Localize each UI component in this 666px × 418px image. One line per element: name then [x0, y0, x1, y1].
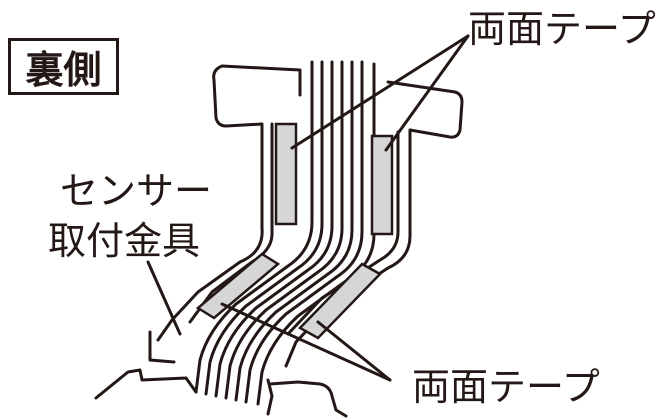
leader-bottom-right — [316, 320, 392, 382]
double-sided-tape-label-bottom: 両面テープ — [412, 365, 600, 409]
sensor-bracket-label-line2: 取付金具 — [48, 219, 201, 263]
double-sided-tape-label-top: 両面テープ — [468, 7, 656, 51]
bracket-base — [94, 368, 348, 418]
sensor-bracket-label-line1: センサー — [60, 169, 213, 213]
bracket-base-fold — [148, 330, 274, 416]
bracket-left-arm — [156, 78, 264, 342]
tape-lower-left — [195, 252, 281, 320]
leader-lines — [146, 34, 470, 382]
tape-lower-right — [297, 262, 383, 340]
tape-patches — [195, 122, 394, 340]
bracket-right-inner — [286, 130, 400, 336]
leader-bottom-left — [220, 302, 392, 382]
leader-top-left — [290, 34, 470, 150]
bracket-top-outline — [212, 64, 464, 139]
tape-upper-right — [370, 134, 394, 236]
leader-top-right — [384, 34, 470, 152]
leader-sensor — [146, 260, 182, 336]
tape-upper-left — [274, 122, 298, 226]
back-side-label: 裏側 — [8, 38, 119, 95]
sensor-cable — [194, 60, 376, 406]
